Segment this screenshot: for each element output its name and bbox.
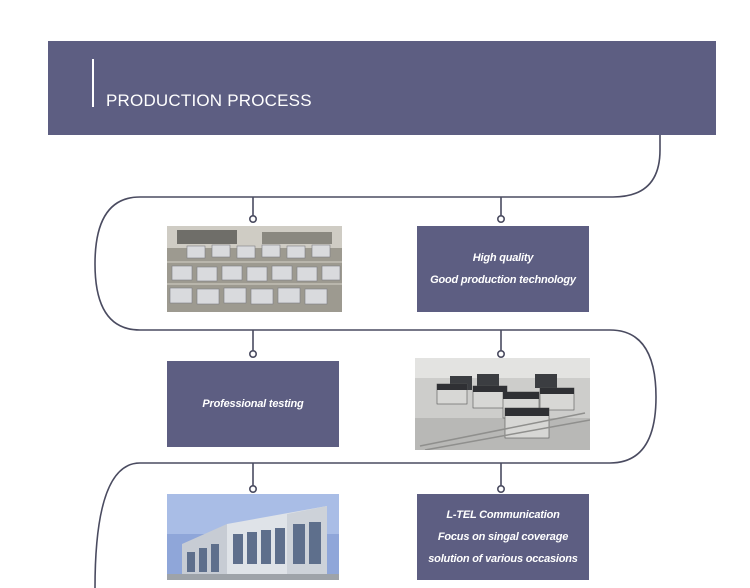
step-caption-line: solution of various occasions xyxy=(428,553,578,565)
header-banner: PRODUCTION PROCESS xyxy=(48,41,716,135)
step-card-quality: High quality Good production technology xyxy=(417,226,589,312)
step-caption-line: L-TEL Communication xyxy=(446,509,560,521)
connector-dot xyxy=(496,215,505,224)
step-card-testing: Professional testing xyxy=(167,361,339,447)
connector-dot xyxy=(496,484,505,493)
step-card-company: L-TEL Communication Focus on singal cove… xyxy=(417,494,589,580)
step-caption-line: Good production technology xyxy=(430,274,576,286)
connector-dot xyxy=(496,349,505,358)
step-caption-line: Professional testing xyxy=(202,398,304,410)
page-title: PRODUCTION PROCESS xyxy=(106,91,312,110)
step-caption-line: Focus on singal coverage xyxy=(437,531,569,543)
connector-dot xyxy=(249,215,258,224)
connector-dot xyxy=(249,349,258,358)
testing-equipment-photo xyxy=(415,358,590,450)
factory-building-photo xyxy=(167,494,339,580)
title-accent-bar xyxy=(92,59,94,107)
step-caption-line: High quality xyxy=(472,252,534,264)
connector-dot xyxy=(249,484,258,493)
production-line-photo xyxy=(167,226,342,312)
